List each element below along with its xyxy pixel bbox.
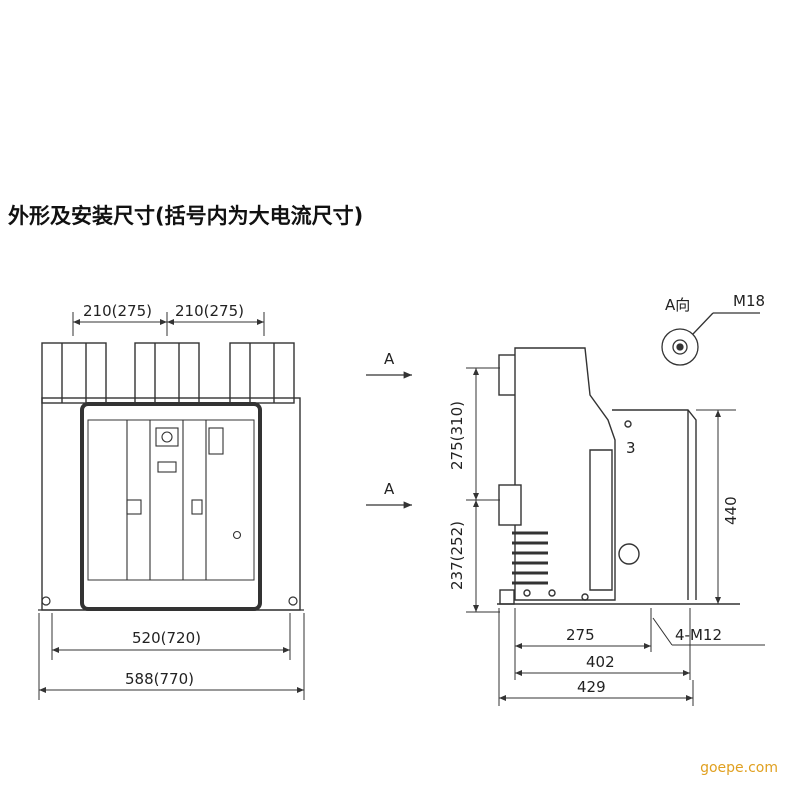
dim-label-275: 275: [566, 626, 595, 644]
dim-label-lower-height: 237(252): [448, 521, 466, 590]
dim-label-inner-width: 520(720): [132, 629, 201, 647]
dim-label-402: 402: [586, 653, 615, 671]
detail-a-view: A向 M18: [661, 292, 765, 366]
page-title: 外形及安装尺寸(括号内为大电流尺寸): [8, 204, 364, 228]
front-bottom-dimensions: [38, 613, 305, 700]
dim-label-outer-width: 588(770): [125, 670, 194, 688]
part-number-label: 3: [626, 439, 636, 457]
side-view: 3 275(310) 237(252) 440: [448, 347, 765, 706]
terminal-bushings: [41, 342, 295, 404]
dim-label-top-left: 210(275): [83, 302, 152, 320]
thread-label: M18: [733, 292, 765, 310]
dim-label-429: 429: [577, 678, 606, 696]
dim-label-upper-height: 275(310): [448, 401, 466, 470]
view-arrow-label-lower: A: [384, 480, 395, 498]
front-view: 210(275) 210(275) 520(720) 588(770): [38, 302, 305, 700]
view-arrows: [366, 371, 412, 509]
dim-label-top-right: 210(275): [175, 302, 244, 320]
front-top-dimensions: [72, 312, 265, 336]
mount-label: 4-M12: [675, 626, 722, 644]
dim-label-total-height: 440: [722, 496, 740, 525]
front-panel: [80, 402, 262, 611]
watermark: goepe.com: [700, 760, 778, 776]
view-arrow-label-upper: A: [384, 350, 395, 368]
detail-view-label: A向: [665, 296, 690, 314]
